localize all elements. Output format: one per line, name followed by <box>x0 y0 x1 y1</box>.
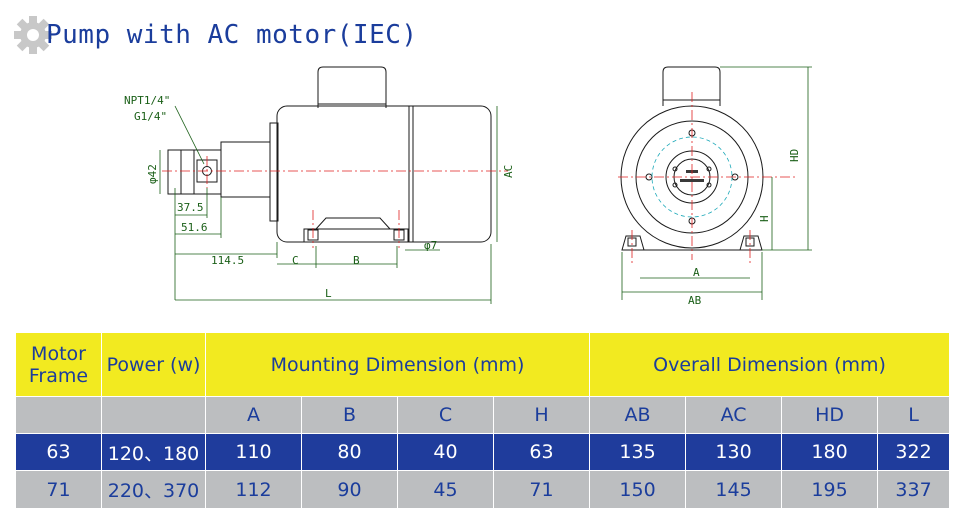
label-hd: HD <box>788 149 801 162</box>
subheader-hd: HD <box>781 396 879 434</box>
cell-ac: 145 <box>685 470 783 509</box>
label-b: B <box>353 254 360 267</box>
header-power: Power (w) <box>101 332 206 397</box>
cell-a: 110 <box>205 433 302 471</box>
label-l: L <box>325 287 332 300</box>
technical-drawing: NPT1/4" G1/4" φ42 37.5 51.6 114.5 C B φ7… <box>124 66 812 307</box>
cell-ac: 130 <box>685 433 783 471</box>
subheader-empty <box>101 396 206 434</box>
dimension-table: Motor Frame Power (w) Mounting Dimension… <box>15 332 951 509</box>
cell-l: 322 <box>877 433 951 471</box>
subheader-b: B <box>301 396 398 434</box>
label-a: A <box>693 266 700 279</box>
cell-hd: 180 <box>781 433 879 471</box>
side-view <box>167 66 492 243</box>
subheader-empty <box>15 396 102 434</box>
table-row: 63 120、180 110 80 40 63 135 130 180 322 <box>15 433 951 471</box>
cell-a: 112 <box>205 470 302 509</box>
front-center-lines <box>618 92 798 266</box>
subheader-ac: AC <box>685 396 783 434</box>
cell-hd: 195 <box>781 470 879 509</box>
header-motor-frame: Motor Frame <box>15 332 102 397</box>
cell-b: 80 <box>301 433 398 471</box>
label-dia42: φ42 <box>146 164 159 184</box>
label-ab: AB <box>688 294 702 307</box>
label-g14: G1/4" <box>134 110 167 123</box>
subheader-ab: AB <box>589 396 687 434</box>
cell-power: 120、180 <box>101 433 206 471</box>
subheader-h: H <box>492 396 591 434</box>
label-c: C <box>292 254 299 267</box>
gear-icon <box>14 16 52 54</box>
label-51-6: 51.6 <box>181 221 208 234</box>
cell-c: 45 <box>397 470 494 509</box>
label-dia7: φ7 <box>424 239 437 252</box>
subheader-c: C <box>397 396 494 434</box>
label-h: H <box>758 215 771 222</box>
header-mounting-dimension: Mounting Dimension (mm) <box>204 332 591 397</box>
cell-h: 63 <box>492 433 591 471</box>
label-npt: NPT1/4" <box>124 94 170 107</box>
cell-ab: 150 <box>589 470 687 509</box>
cell-ab: 135 <box>589 433 687 471</box>
table-header-row: Motor Frame Power (w) Mounting Dimension… <box>15 332 951 397</box>
label-37-5: 37.5 <box>177 201 204 214</box>
subheader-a: A <box>205 396 302 434</box>
cell-power: 220、370 <box>101 470 206 509</box>
side-center-lines <box>162 156 508 248</box>
cell-frame: 71 <box>15 470 102 509</box>
label-ac: AC <box>502 165 515 178</box>
cell-frame: 63 <box>15 433 102 471</box>
page-title: Pump with AC motor(IEC) <box>46 20 418 50</box>
cell-l: 337 <box>877 470 951 509</box>
side-dimensions <box>159 105 498 304</box>
cell-b: 90 <box>301 470 398 509</box>
subheader-l: L <box>877 396 951 434</box>
table-subheader-row: A B C H AB AC HD L <box>15 396 951 434</box>
cell-c: 40 <box>397 433 494 471</box>
table-row: 71 220、370 112 90 45 71 150 145 195 337 <box>15 470 951 509</box>
title-bar: Pump with AC motor(IEC) <box>12 10 418 60</box>
header-overall-dimension: Overall Dimension (mm) <box>589 332 951 397</box>
label-114-5: 114.5 <box>211 254 244 267</box>
front-dimensions <box>621 66 812 300</box>
cell-h: 71 <box>492 470 591 509</box>
